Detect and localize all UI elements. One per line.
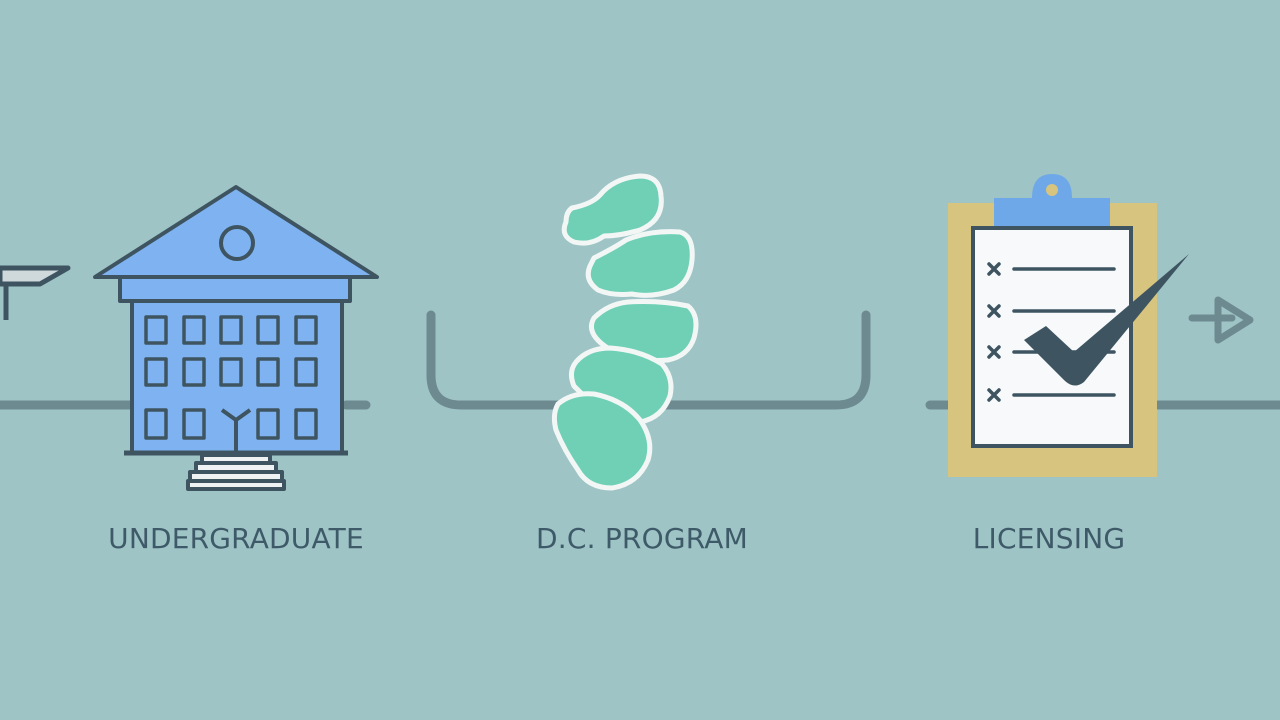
stage-label-licensing: LICENSING	[972, 522, 1126, 555]
clipboard-clip	[994, 198, 1110, 226]
check-mark-icon	[1024, 254, 1189, 386]
roof-window	[219, 225, 255, 261]
spine-vertebrae-icon	[551, 173, 699, 491]
vertebra-5	[551, 391, 653, 491]
building-windows	[144, 315, 318, 440]
building-cornice	[118, 275, 352, 303]
vertebra-3	[588, 299, 699, 363]
clipboard-checklist-icon	[948, 174, 1189, 477]
stage-label-dc-program: D.C. PROGRAM	[536, 522, 748, 555]
partial-left-icon	[0, 265, 71, 320]
building-steps	[186, 453, 286, 491]
university-building-icon	[93, 185, 379, 491]
vertebra-1	[561, 173, 664, 246]
stage-label-undergraduate: UNDERGRADUATE	[108, 522, 364, 555]
arrow-right-icon	[1188, 296, 1254, 344]
building-door	[220, 408, 252, 453]
vertebra-2	[585, 229, 695, 298]
